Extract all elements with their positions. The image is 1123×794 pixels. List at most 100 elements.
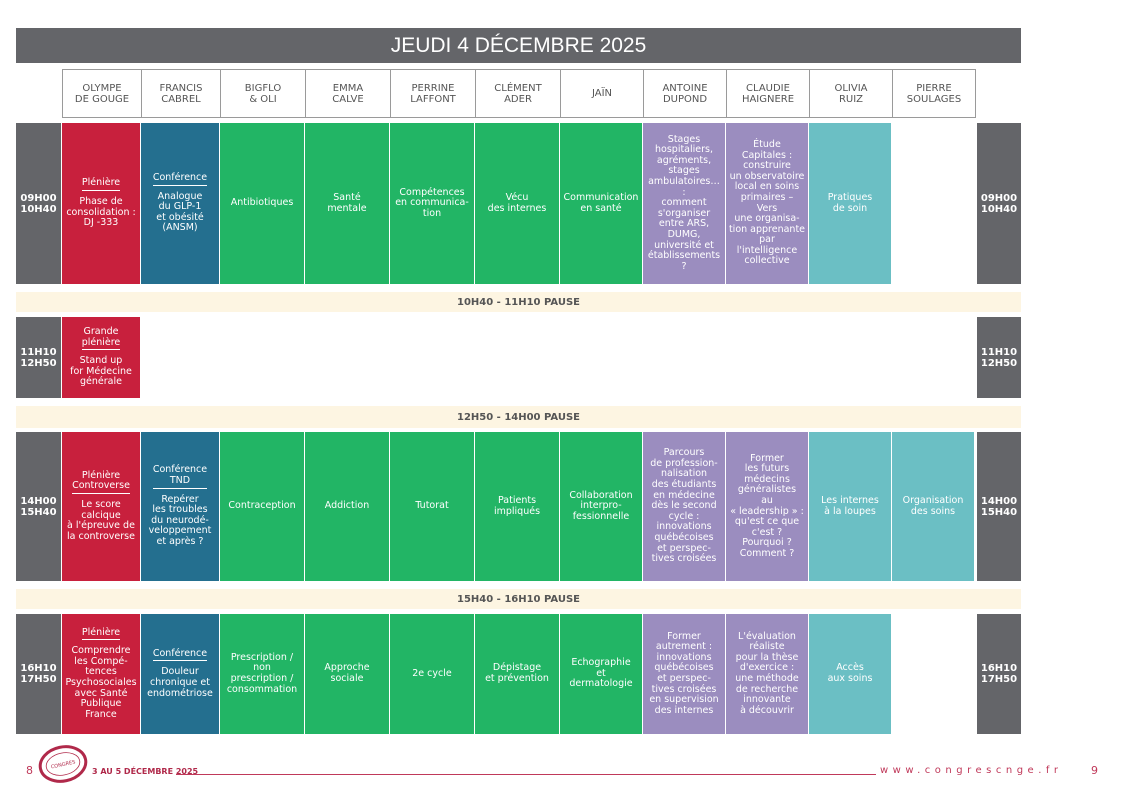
session-cell-atelier[interactable]: Prescription / non prescription / consom… — [220, 614, 304, 734]
column-header-room: OLYMPE DE GOUGE — [62, 69, 142, 118]
congress-dates: 3 AU 5 DÉCEMBRE 2025 — [92, 767, 199, 776]
column-header-room: PIERRE SOULAGES — [892, 69, 976, 118]
session-title: Dépistage et prévention — [485, 662, 549, 684]
session-cell-atelier[interactable]: Communication en santé — [560, 123, 642, 284]
session-title: Collaboration interpro- fessionnelle — [569, 489, 633, 522]
session-title: Former autrement : innovations québécois… — [649, 630, 719, 716]
session-title: Stand up for Médecine générale — [70, 355, 132, 388]
session-title: Patients impliqués — [493, 494, 541, 517]
session-title: Stages hospitaliers, agréments, stages a… — [647, 133, 721, 272]
session-title: Tutorat — [415, 500, 449, 512]
column-header-room: CLÉMENT ADER — [475, 69, 561, 118]
column-header-room: BIGFLO & OLI — [220, 69, 306, 118]
session-cell-conference[interactable]: Conférence TND Repérer les troubles du ne… — [141, 432, 219, 581]
session-title: Santé mentale — [327, 191, 367, 214]
session-cell-atelier[interactable]: Santé mentale — [305, 123, 389, 284]
session-type-label: Grande plénière — [81, 326, 121, 351]
session-cell-session[interactable]: Les internes à la loupes — [809, 432, 891, 581]
pause-bar: 10H40 - 11H10 PAUSE — [16, 292, 1021, 312]
session-title: Le score calcique à l'épreuve de la cont… — [67, 498, 135, 542]
session-cell-table-ronde[interactable]: Stages hospitaliers, agréments, stages a… — [643, 123, 725, 284]
session-cell-atelier[interactable]: 2e cycle — [390, 614, 474, 734]
session-title: Vécu des internes — [487, 191, 547, 214]
session-cell-atelier[interactable]: Antibiotiques — [220, 123, 304, 284]
day-title: JEUDI 4 DÉCEMBRE 2025 — [16, 28, 1021, 63]
session-cell-table-ronde[interactable]: Former autrement : innovations québécois… — [643, 614, 725, 734]
session-cell-table-ronde[interactable]: L'évaluation réaliste pour la thèse d'ex… — [726, 614, 808, 734]
session-title: Communication en santé — [563, 191, 639, 214]
column-header-room: PERRINE LAFFONT — [390, 69, 476, 118]
session-title: Les internes à la loupes — [821, 494, 879, 517]
session-title: Compétences en communica- tion — [395, 186, 469, 219]
column-header-room: OLIVIA RUIZ — [809, 69, 893, 118]
session-cell-atelier[interactable]: Collaboration interpro- fessionnelle — [560, 432, 642, 581]
session-cell-atelier[interactable]: Vécu des internes — [475, 123, 559, 284]
time-label-left: 11H10 12H50 — [16, 317, 61, 398]
time-label-left: 16H10 17H50 — [16, 614, 61, 734]
session-title: Comprendre les Compé- tences Psychosocia… — [65, 645, 137, 720]
footer-divider — [176, 774, 876, 775]
session-cell-session[interactable]: Pratiques de soin — [809, 123, 891, 284]
session-title: Parcours de profession- nalisation des é… — [650, 447, 718, 565]
session-cell-pleniere[interactable]: Plénière Controverse Le score calcique à … — [62, 432, 140, 581]
session-title: 2e cycle — [412, 667, 452, 679]
session-cell-atelier[interactable]: Addiction — [305, 432, 389, 581]
time-label-left: 14H00 15H40 — [16, 432, 61, 581]
website-link[interactable]: www.congrescnge.fr — [880, 765, 1063, 776]
session-type-label: Conférence — [152, 172, 208, 186]
time-label-right: 14H00 15H40 — [977, 432, 1021, 581]
session-title: Pratiques de soin — [827, 191, 873, 214]
column-header-room: CLAUDIE HAIGNERE — [726, 69, 810, 118]
page-number-left: 8 — [26, 764, 33, 777]
congress-logo: CONGRÈS — [38, 745, 88, 783]
session-cell-session[interactable]: Accès aux soins — [809, 614, 891, 734]
session-cell-atelier[interactable]: Approche sociale — [305, 614, 389, 734]
time-label-right: 09H00 10H40 — [977, 123, 1021, 284]
session-title: L'évaluation réaliste pour la thèse d'ex… — [735, 630, 799, 716]
session-title: Repérer les troubles du neurodé- veloppe… — [148, 493, 212, 547]
time-label-left: 09H00 10H40 — [16, 123, 61, 284]
session-cell-table-ronde[interactable]: Parcours de profession- nalisation des é… — [643, 432, 725, 581]
session-cell-atelier[interactable]: Echographie et dermatologie — [560, 614, 642, 734]
time-label-right: 16H10 17H50 — [977, 614, 1021, 734]
session-type-label: Conférence — [152, 648, 208, 662]
pause-bar: 15H40 - 16H10 PAUSE — [16, 589, 1021, 609]
session-title: Analogue du GLP-1 et obésité (ANSM) — [156, 190, 204, 234]
session-title: Contraception — [228, 500, 296, 512]
session-title: Accès aux soins — [827, 662, 873, 684]
session-cell-table-ronde[interactable]: Former les futurs médecins généralistes … — [726, 432, 808, 581]
session-title: Organisation des soins — [902, 494, 964, 517]
pause-bar: 12H50 - 14H00 PAUSE — [16, 406, 1021, 428]
column-header-room: ANTOINE DUPOND — [643, 69, 727, 118]
session-cell-session[interactable]: Organisation des soins — [892, 432, 974, 581]
session-cell-atelier[interactable]: Dépistage et prévention — [475, 614, 559, 734]
session-title: Echographie et dermatologie — [569, 657, 633, 690]
session-title: Douleur chronique et endométriose — [147, 666, 213, 699]
session-type-label: Conférence TND — [152, 465, 208, 489]
session-title: Antibiotiques — [230, 197, 294, 209]
session-cell-atelier[interactable]: Contraception — [220, 432, 304, 581]
session-title: Addiction — [324, 500, 370, 512]
session-cell-atelier[interactable]: Tutorat — [390, 432, 474, 581]
session-title: Phase de consolidation : DJ -333 — [66, 195, 136, 229]
session-cell-atelier[interactable]: Patients impliqués — [475, 432, 559, 581]
session-cell-table-ronde[interactable]: Étude Capitales : construire un observat… — [726, 123, 808, 284]
session-title: Étude Capitales : construire un observat… — [728, 138, 806, 267]
column-header-room: EMMA CALVE — [305, 69, 391, 118]
time-label-right: 11H10 12H50 — [977, 317, 1021, 398]
session-type-label: Plénière — [81, 178, 121, 191]
session-cell-atelier[interactable]: Compétences en communica- tion — [390, 123, 474, 284]
column-header-room: JAÏN — [560, 69, 644, 118]
session-type-label: Plénière — [81, 627, 121, 641]
session-type-label: Plénière Controverse — [72, 470, 130, 494]
session-title: Former les futurs médecins généralistes … — [730, 452, 804, 559]
session-title: Approche sociale — [324, 662, 370, 684]
column-header-room: FRANCIS CABREL — [141, 69, 221, 118]
session-title: Prescription / non prescription / consom… — [226, 651, 298, 695]
